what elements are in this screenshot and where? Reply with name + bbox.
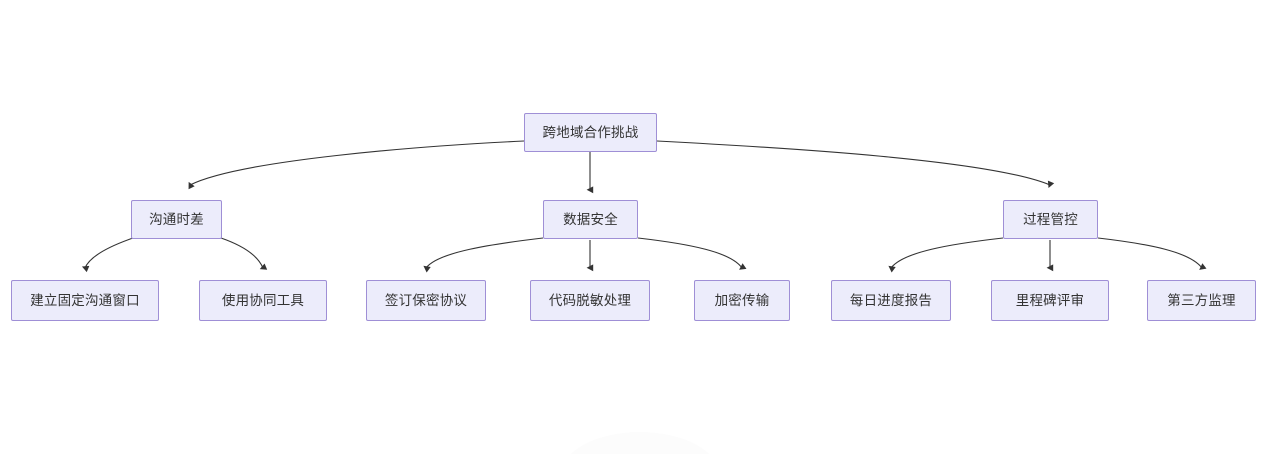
node-leaf-2-1[interactable]: 签订保密协议 bbox=[366, 280, 486, 321]
edge-branch-2-to-leaf-2-3 bbox=[637, 237, 747, 270]
node-branch-1-label: 沟通时差 bbox=[149, 211, 204, 227]
node-leaf-2-2[interactable]: 代码脱敏处理 bbox=[530, 280, 650, 321]
edge-branch-1-to-leaf-1-1 bbox=[81, 237, 134, 273]
node-branch-3-label: 过程管控 bbox=[1023, 211, 1078, 227]
node-leaf-3-2[interactable]: 里程碑评审 bbox=[991, 280, 1109, 321]
node-leaf-1-2[interactable]: 使用协同工具 bbox=[199, 280, 327, 321]
node-leaf-2-3-label: 加密传输 bbox=[714, 292, 770, 308]
node-leaf-2-1-label: 签订保密协议 bbox=[384, 292, 468, 308]
node-leaf-1-2-label: 使用协同工具 bbox=[221, 292, 305, 308]
node-root-label: 跨地域合作挑战 bbox=[542, 124, 639, 140]
node-branch-3[interactable]: 过程管控 bbox=[1003, 200, 1098, 239]
edge-branch-3-to-leaf-3-1 bbox=[888, 237, 1004, 273]
node-leaf-1-1-label: 建立固定沟通窗口 bbox=[30, 292, 140, 308]
node-branch-1[interactable]: 沟通时差 bbox=[131, 200, 222, 239]
node-leaf-2-3[interactable]: 加密传输 bbox=[694, 280, 790, 321]
node-leaf-2-2-label: 代码脱敏处理 bbox=[548, 292, 632, 308]
node-branch-2-label: 数据安全 bbox=[563, 211, 618, 227]
node-leaf-3-1-label: 每日进度报告 bbox=[849, 292, 933, 308]
node-leaf-3-1[interactable]: 每日进度报告 bbox=[831, 280, 951, 321]
node-branch-2[interactable]: 数据安全 bbox=[543, 200, 638, 239]
edge-branch-1-to-leaf-1-2 bbox=[220, 237, 268, 270]
edge-branch-2-to-leaf-2-1 bbox=[423, 237, 544, 273]
node-leaf-3-2-label: 里程碑评审 bbox=[1015, 292, 1085, 308]
node-root[interactable]: 跨地域合作挑战 bbox=[524, 113, 657, 152]
node-leaf-3-3[interactable]: 第三方监理 bbox=[1147, 280, 1256, 321]
node-leaf-1-1[interactable]: 建立固定沟通窗口 bbox=[11, 280, 159, 321]
edge-root-to-branch-1 bbox=[188, 140, 525, 190]
edge-root-to-branch-3 bbox=[656, 140, 1055, 189]
watermark-blob bbox=[560, 432, 720, 454]
node-leaf-3-3-label: 第三方监理 bbox=[1167, 292, 1236, 308]
edge-branch-3-to-leaf-3-3 bbox=[1097, 237, 1207, 270]
